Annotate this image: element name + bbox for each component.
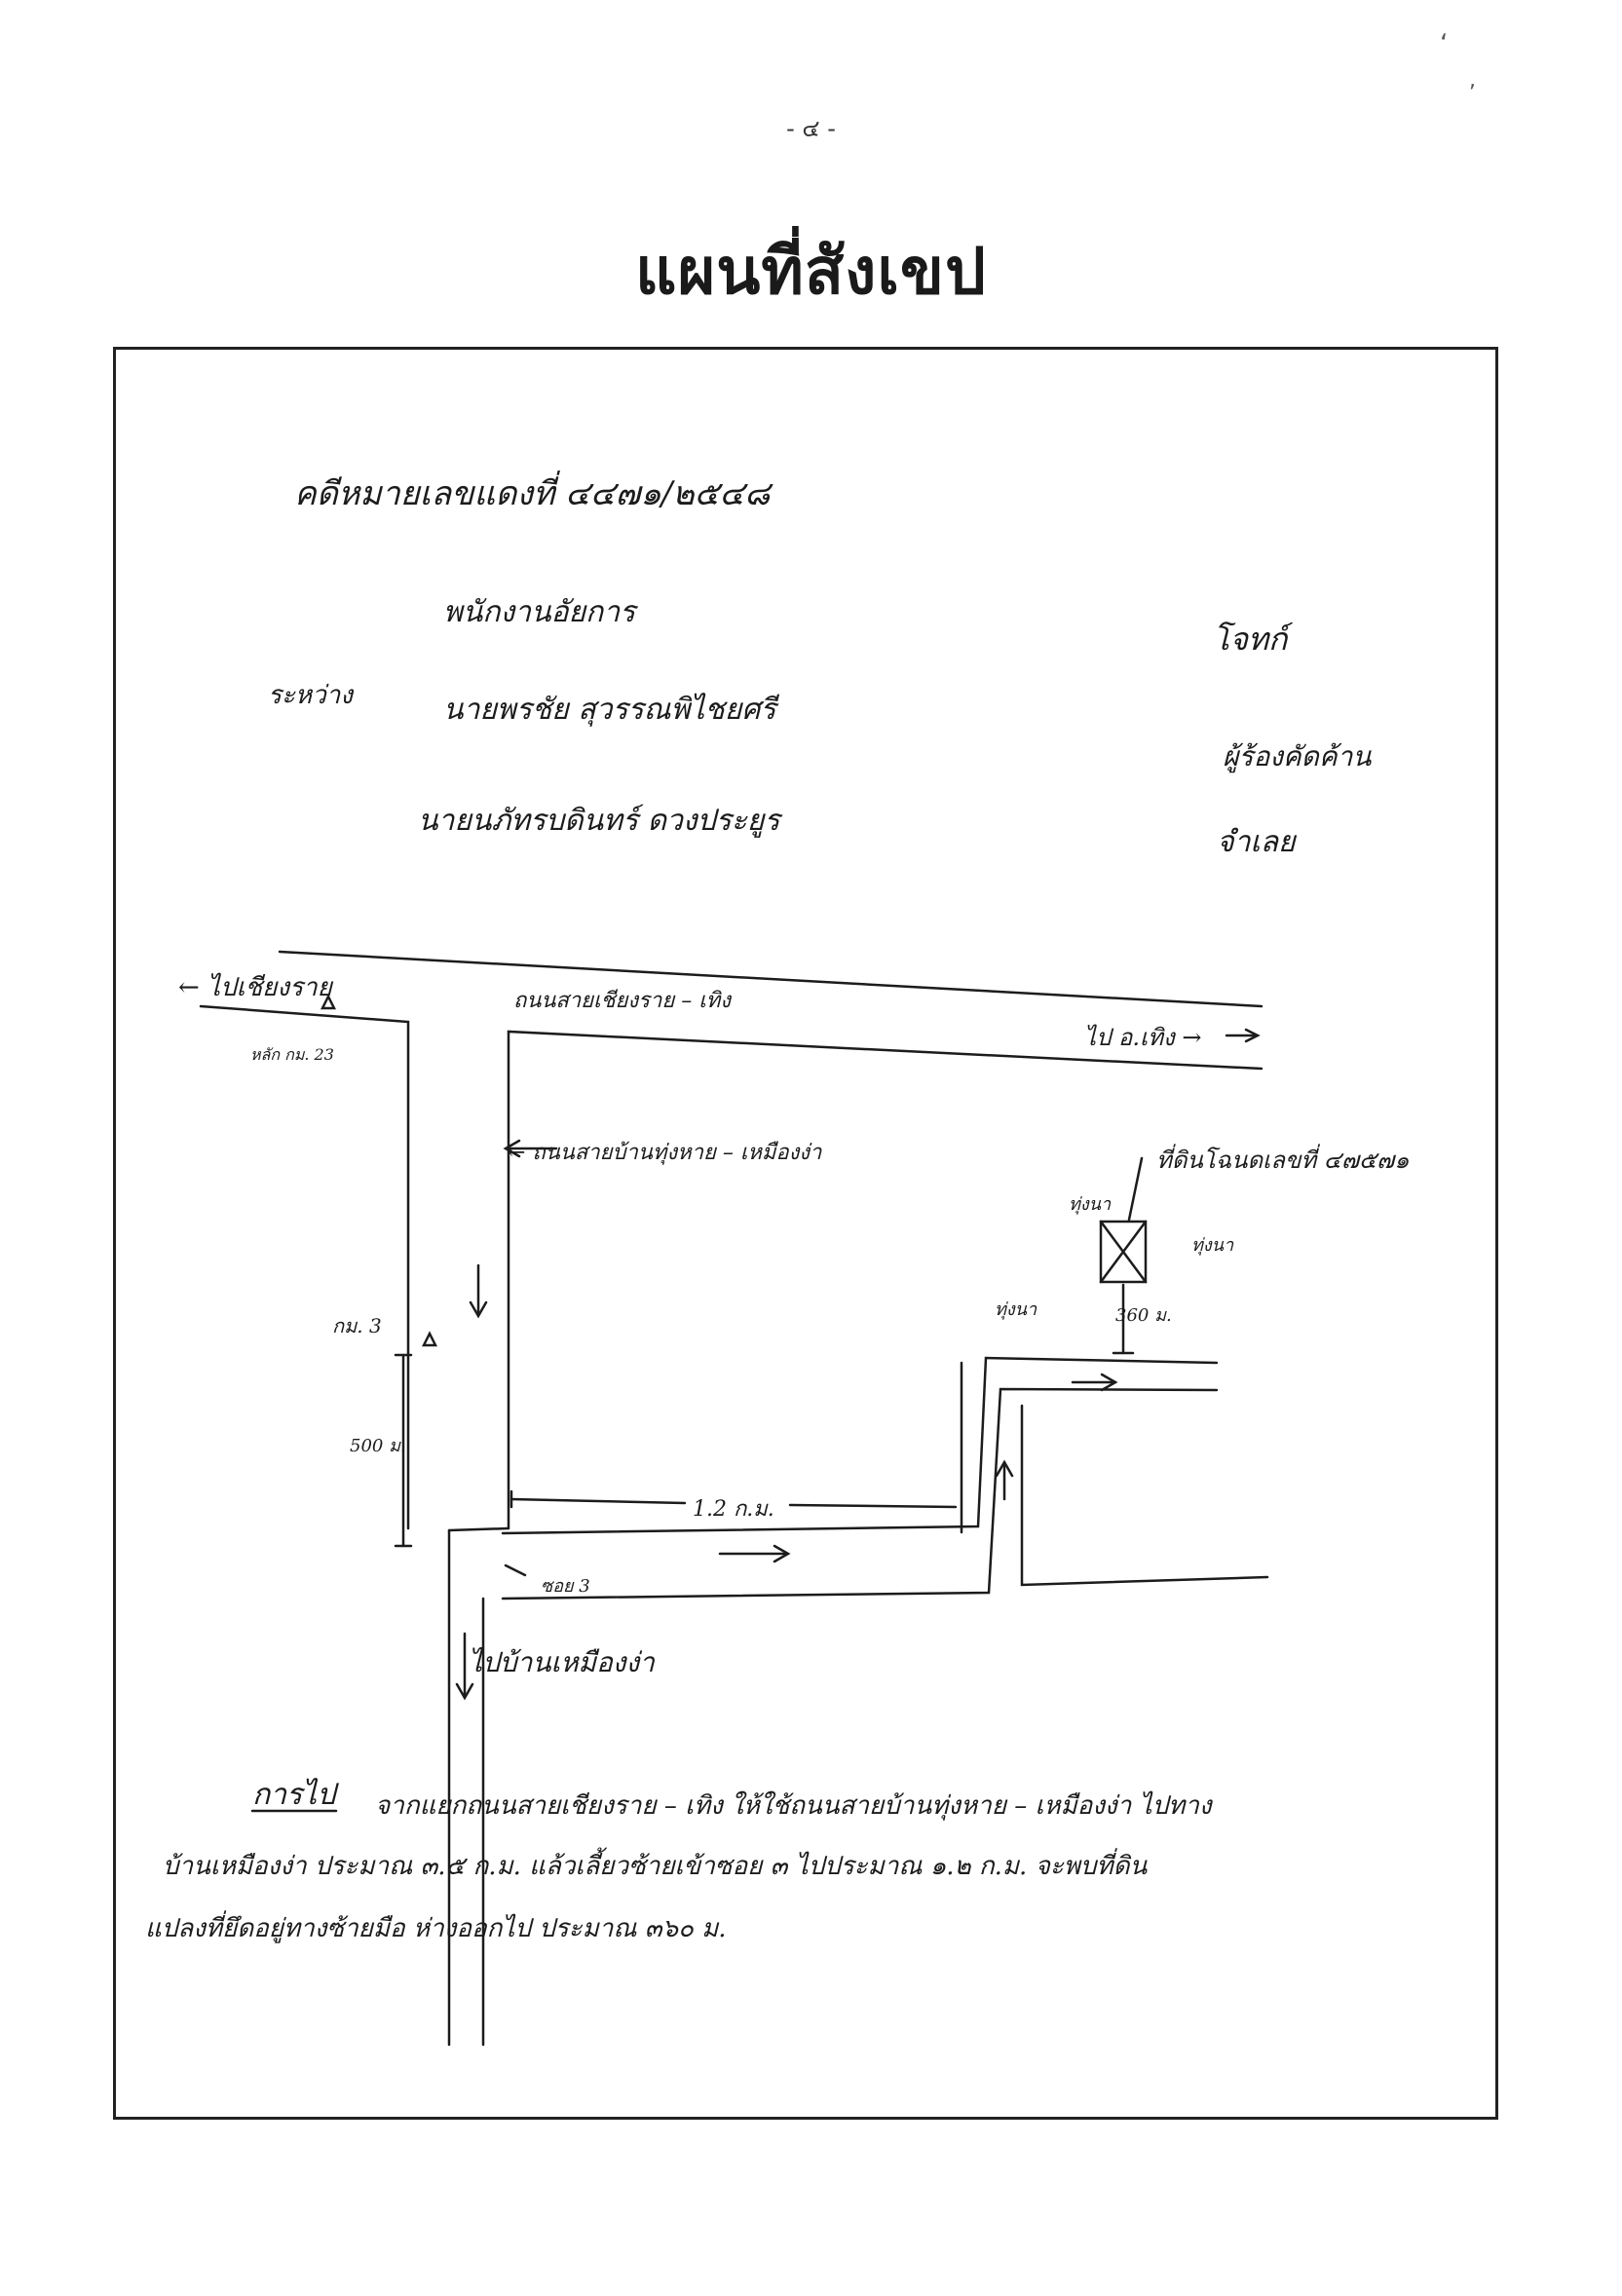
- label-to-ban-mueang-nga: ไปบ้านเหมืองง่า: [469, 1646, 655, 1678]
- soi3-north-edge: [501, 1356, 1219, 1535]
- label-field-left: ทุ่งนา: [995, 1299, 1037, 1320]
- label-field-right: ทุ่งนา: [1191, 1235, 1234, 1256]
- km-marker-23-triangle: [320, 994, 337, 1010]
- soi3-south-edge: [501, 1387, 1219, 1600]
- directions-line-2: บ้านเหมืองง่า ประมาณ ๓.๕ ก.ม. แล้วเลี้ยว…: [163, 1852, 1148, 1881]
- label-dist-500: 500 ม.: [350, 1436, 406, 1456]
- party-role-1: โจทก์: [1213, 621, 1288, 658]
- parcel-pointer: [1127, 1156, 1144, 1222]
- soi-branch-bottom: [1020, 1404, 1269, 1587]
- arrow-north-head: [995, 1459, 1014, 1478]
- arrow-to-mueang-nga-head: [455, 1682, 474, 1701]
- party-line-1: พนักงานอัยการ: [443, 595, 636, 629]
- soi3-road-top-edge: [447, 1526, 510, 1532]
- dim-12km-line-right: [788, 1503, 958, 1509]
- arrow-to-thoeng-head: [1244, 1028, 1261, 1043]
- directions-label: การไป: [252, 1778, 336, 1812]
- label-main-road: ถนนสายเชียงราย – เทิง: [513, 989, 731, 1013]
- label-land-parcel: ที่ดินโฉนดเลขที่ ๔๗๕๗๑: [1156, 1147, 1410, 1174]
- label-km-marker-3: กม. 3: [332, 1314, 382, 1337]
- label-soi-3: ซอย 3: [541, 1576, 590, 1597]
- arrow-south-head: [469, 1300, 488, 1319]
- label-to-thoeng: ไป อ.เทิง →: [1084, 1024, 1202, 1051]
- dim-12km-line-left: [509, 1497, 687, 1505]
- label-km-marker-23: หลัก กม. 23: [250, 1045, 334, 1064]
- label-dist-12km: 1.2 ก.ม.: [693, 1497, 774, 1522]
- arrow-soi3: [504, 1563, 527, 1577]
- arrow-side-road-head: [503, 1139, 521, 1158]
- scan-mark: ,: [1469, 68, 1476, 93]
- land-parcel: [1099, 1220, 1148, 1284]
- label-to-chiang-rai: ← ไปเชียงราย: [178, 973, 332, 1002]
- main-road-bottom-edge-left: [199, 1004, 410, 1530]
- sketch-map: [199, 950, 1269, 2047]
- case-number: คดีหมายเลขแดงที่ ๔๔๗๑/๒๕๔๘: [294, 474, 771, 513]
- directions-line-1: จากแยกถนนสายเชียงราย – เทิง ให้ใช้ถนนสาย…: [375, 1791, 1212, 1821]
- arrow-east-head: [773, 1544, 791, 1563]
- page-number: - ๔ -: [786, 115, 836, 142]
- scan-mark: ʻ: [1440, 29, 1449, 58]
- main-road-top-edge: [278, 950, 1264, 1008]
- land-parcel-cross-2: [1099, 1220, 1148, 1284]
- label-dist-360: 360 ม.: [1115, 1305, 1172, 1326]
- km-marker-3-triangle: [421, 1331, 438, 1347]
- label-side-road: ← ถนนสายบ้านทุ่งหาย – เหมืองง่า: [508, 1141, 822, 1165]
- party-role-2: ผู้ร้องคัดค้าน: [1223, 740, 1372, 772]
- directions-line-3: แปลงที่ยึดอยู่ทางซ้ายมือ ห่างออกไป ประมา…: [145, 1914, 727, 1943]
- map-frame: คดีหมายเลขแดงที่ ๔๔๗๑/๒๕๔๘ พนักงานอัยการ…: [113, 347, 1498, 2120]
- arrow-east-2-head: [1100, 1373, 1118, 1392]
- label-field-top: ทุ่งนา: [1069, 1194, 1112, 1215]
- party-line-2: นายพรชัย สุวรรณพิไชยศรี: [443, 693, 776, 727]
- party-line-3: นายนภัทรบดินทร์ ดวงประยูร: [418, 804, 780, 838]
- main-road-bottom-edge-right: [507, 1030, 1264, 1530]
- between-label: ระหว่าง: [268, 681, 353, 710]
- party-role-3: จำเลย: [1217, 825, 1296, 859]
- page-title: แผนที่สังเขป: [635, 234, 987, 309]
